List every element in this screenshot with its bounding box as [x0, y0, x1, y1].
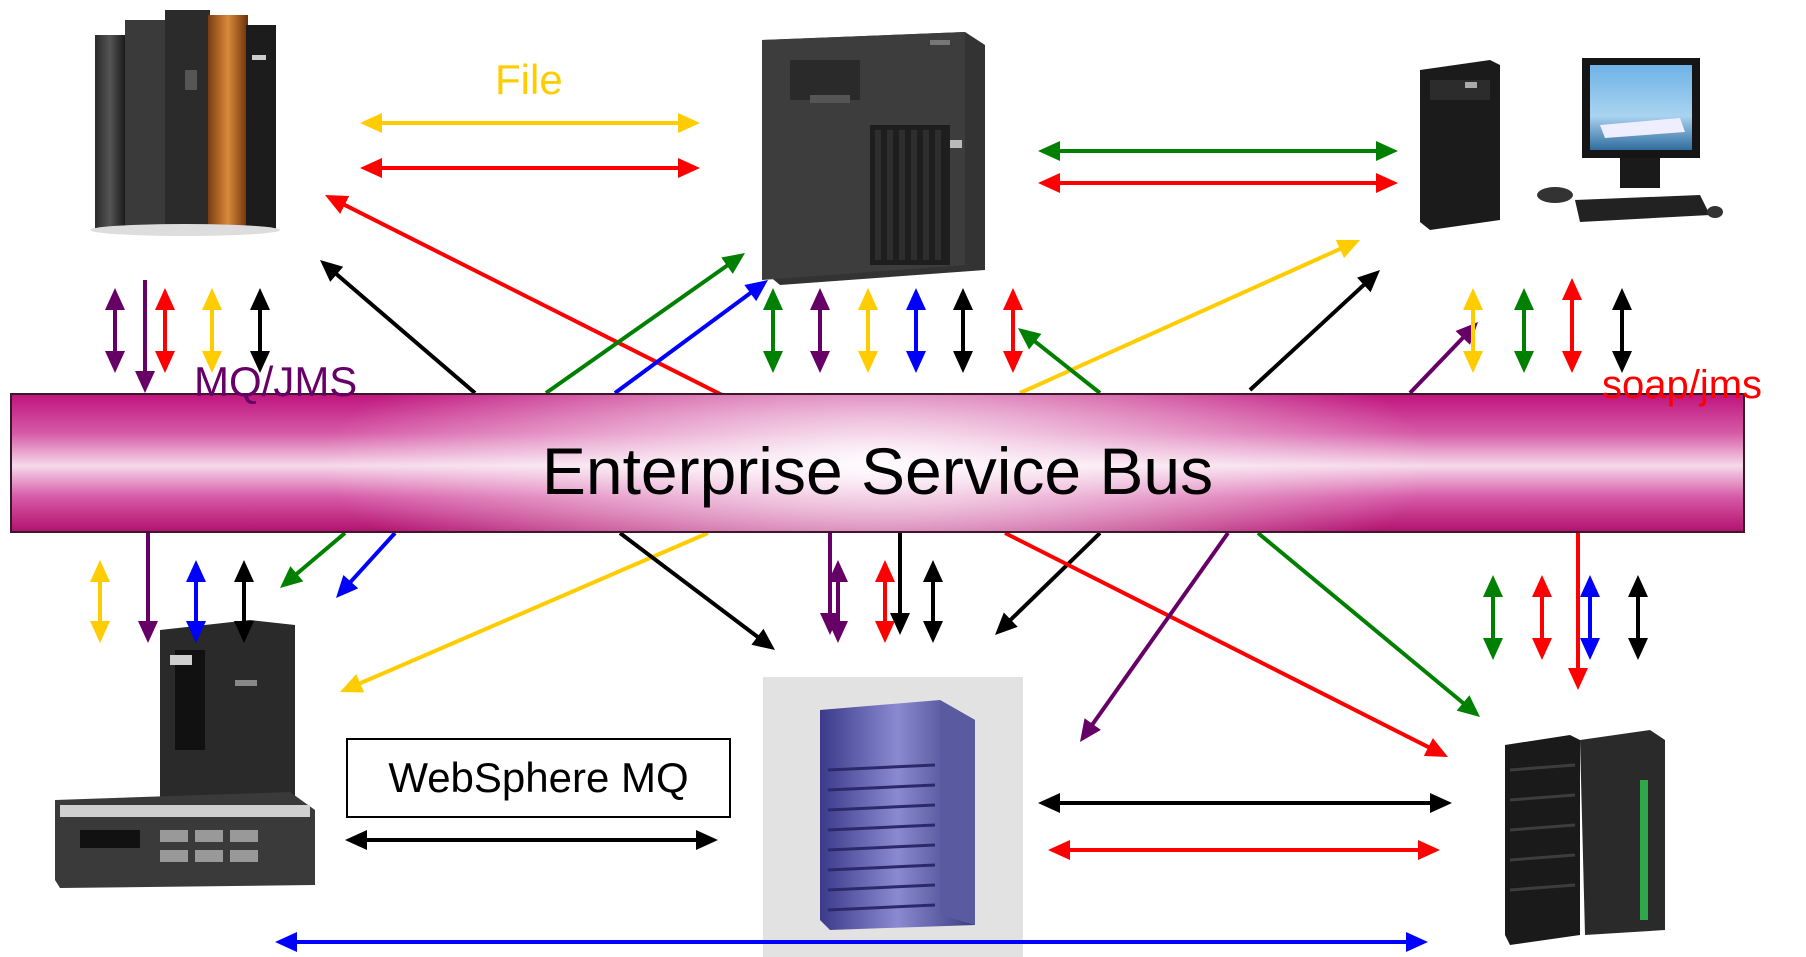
server-icon — [55, 620, 315, 888]
purple-diagonal-arrow — [1080, 531, 1230, 742]
blue-link-arrow — [275, 932, 1428, 952]
mq-link-arrow — [345, 830, 718, 850]
blue-diagonal-arrow — [336, 531, 397, 598]
red-link-arrow — [1038, 173, 1398, 193]
black-vertical-arrow — [923, 560, 943, 643]
green-vertical-arrow — [763, 288, 783, 373]
purple-vertical-arrow — [135, 280, 155, 393]
yellow-diagonal-arrow — [1019, 239, 1360, 395]
esb-title: Enterprise Service Bus — [541, 434, 1214, 508]
green-diagonal-arrow — [1018, 328, 1102, 395]
black-link-arrow — [1038, 793, 1452, 813]
black-diagonal-arrow — [618, 531, 775, 650]
red-vertical-arrow — [155, 288, 175, 373]
yellow-diagonal-arrow — [340, 531, 709, 693]
red-diagonal-arrow — [1004, 531, 1448, 757]
green-diagonal-arrow — [1256, 531, 1480, 717]
red-vertical-arrow — [1562, 278, 1582, 373]
green-vertical-arrow — [1514, 288, 1534, 373]
green-vertical-arrow — [1483, 575, 1503, 660]
soap-jms-protocol-label: soap/jms — [1602, 363, 1763, 407]
green-diagonal-arrow — [280, 531, 347, 588]
tower-server-icon — [762, 32, 985, 285]
file-link-arrow — [360, 113, 700, 133]
sun-server-icon — [763, 677, 1023, 957]
red-link-arrow — [360, 158, 700, 178]
red-vertical-arrow — [1532, 575, 1552, 660]
black-diagonal-arrow — [995, 531, 1102, 635]
green-link-arrow — [1038, 141, 1398, 161]
green-diagonal-arrow — [544, 253, 745, 395]
black-diagonal-arrow — [1248, 270, 1380, 392]
black-vertical-arrow — [890, 533, 910, 635]
blue-vertical-arrow — [906, 288, 926, 373]
connection-arrows — [90, 113, 1648, 952]
purple-vertical-arrow — [105, 288, 125, 373]
black-vertical-arrow — [953, 288, 973, 373]
websphere-mq-label: WebSphere MQ — [346, 738, 731, 818]
black-vertical-arrow — [234, 560, 254, 643]
purple-vertical-arrow — [828, 560, 848, 643]
file-protocol-label: File — [495, 56, 563, 103]
yellow-vertical-arrow — [202, 288, 222, 373]
blue-diagonal-arrow — [613, 280, 768, 395]
purple-vertical-arrow — [810, 288, 830, 373]
yellow-vertical-arrow — [1463, 288, 1483, 373]
black-vertical-arrow — [1612, 288, 1632, 373]
black-vertical-arrow — [1628, 575, 1648, 660]
blue-vertical-arrow — [1580, 575, 1600, 660]
red-vertical-arrow — [1568, 533, 1588, 690]
mainframe-icon — [90, 10, 280, 236]
red-vertical-arrow — [1003, 288, 1023, 373]
yellow-vertical-arrow — [90, 560, 110, 643]
mq-jms-protocol-label: MQ/JMS — [194, 358, 358, 405]
black-diagonal-arrow — [320, 260, 477, 395]
blue-vertical-arrow — [186, 560, 206, 643]
purple-vertical-arrow — [138, 533, 158, 643]
desktop-computer-icon — [1420, 58, 1723, 230]
yellow-vertical-arrow — [858, 288, 878, 373]
red-link-arrow — [1048, 840, 1440, 860]
esb-highlight — [12, 395, 1743, 531]
red-vertical-arrow — [875, 560, 895, 643]
enterprise-service-bus: Enterprise Service Bus — [10, 393, 1745, 533]
red-diagonal-arrow — [325, 195, 729, 400]
black-vertical-arrow — [250, 288, 270, 373]
mainframe-icon — [1505, 730, 1665, 945]
